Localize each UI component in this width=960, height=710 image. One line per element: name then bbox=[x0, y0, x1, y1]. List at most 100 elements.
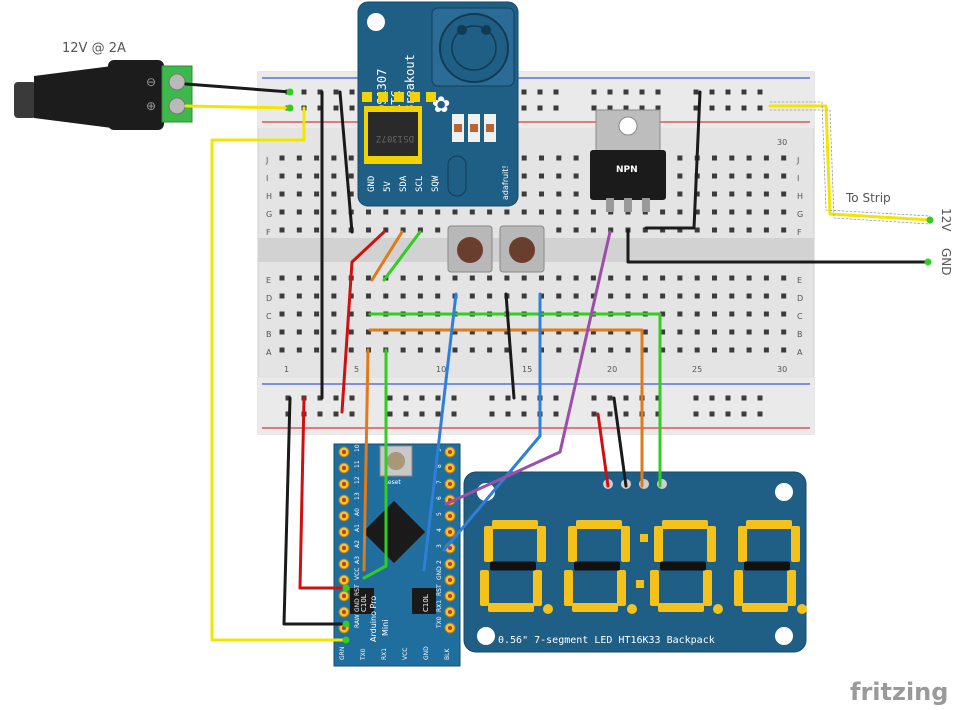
breadboard-hole bbox=[452, 209, 458, 215]
arduino-left-pin-label: 13 bbox=[354, 492, 361, 500]
breadboard-hole bbox=[556, 209, 562, 215]
breadboard-hole bbox=[591, 89, 597, 95]
breadboard-hole bbox=[333, 89, 339, 95]
breadboard-hole bbox=[642, 275, 648, 281]
breadboard-hole bbox=[781, 275, 787, 281]
breadboard-hole bbox=[590, 347, 596, 353]
arduino-left-pin-label: A3 bbox=[354, 556, 361, 564]
wire-yellow-power bbox=[184, 104, 292, 110]
breadboard-hole bbox=[521, 329, 527, 335]
row-letter: C bbox=[797, 312, 803, 321]
breadboard-hole bbox=[383, 227, 389, 233]
breadboard-hole bbox=[693, 411, 699, 417]
breadboard-hole bbox=[348, 173, 354, 179]
breadboard-hole bbox=[729, 191, 735, 197]
breadboard-hole bbox=[746, 173, 752, 179]
breadboard-hole bbox=[314, 347, 320, 353]
breadboard-hole bbox=[366, 227, 371, 233]
breadboard-hole bbox=[677, 155, 683, 161]
breadboard-hole bbox=[712, 191, 717, 197]
breadboard-hole bbox=[623, 411, 629, 417]
row-letter: H bbox=[266, 192, 272, 201]
breadboard-hole bbox=[400, 329, 406, 335]
breadboard-hole bbox=[763, 293, 769, 299]
breadboard-hole bbox=[285, 411, 291, 417]
breadboard-hole bbox=[781, 227, 787, 233]
arduino-name: Mini bbox=[381, 620, 390, 636]
breadboard-hole bbox=[331, 227, 337, 233]
colon-dot bbox=[640, 534, 648, 542]
breadboard-hole bbox=[331, 155, 337, 161]
digit-segment bbox=[738, 526, 747, 562]
breadboard-hole bbox=[417, 275, 423, 281]
breadboard-hole bbox=[366, 329, 371, 335]
breadboard-hole bbox=[709, 89, 715, 95]
breadboard-hole bbox=[366, 275, 371, 281]
breadboard-hole bbox=[712, 311, 717, 317]
breadboard-hole bbox=[279, 347, 285, 353]
breadboard-hole bbox=[539, 191, 544, 197]
npn-transistor: NPN bbox=[590, 109, 666, 212]
breadboard-hole bbox=[655, 89, 661, 95]
breadboard-hole bbox=[746, 275, 752, 281]
breadboard-hole bbox=[725, 395, 731, 401]
plus-symbol: ⊕ bbox=[146, 99, 156, 113]
breadboard-hole bbox=[677, 275, 683, 281]
wire-orange-rtc bbox=[370, 230, 404, 282]
breadboard-hole bbox=[400, 227, 406, 233]
breadboard-hole bbox=[349, 411, 355, 417]
breadboard-hole bbox=[451, 411, 457, 417]
breadboard-hole bbox=[729, 173, 735, 179]
breadboard-hole bbox=[435, 347, 441, 353]
column-number: 1 bbox=[284, 365, 289, 374]
breadboard-hole bbox=[348, 155, 354, 161]
digit-segment bbox=[654, 526, 663, 562]
breadboard-hole bbox=[625, 329, 631, 335]
strip-gnd-label: GND bbox=[939, 248, 953, 276]
breadboard-hole bbox=[763, 209, 769, 215]
rtc-breakout: DS1307 RTC Breakout DS1307Z ✿ adafruit! … bbox=[357, 1, 519, 207]
display-digit bbox=[480, 520, 553, 614]
breadboard-hole bbox=[712, 275, 717, 281]
column-number: 30 bbox=[777, 138, 787, 147]
breadboard-hole bbox=[677, 173, 683, 179]
breadboard-hole bbox=[539, 155, 544, 161]
breadboard-hole bbox=[781, 311, 787, 317]
digit-segment bbox=[564, 570, 573, 606]
breadboard-hole bbox=[469, 293, 475, 299]
breadboard-hole bbox=[757, 105, 763, 111]
breadboard-hole bbox=[452, 347, 458, 353]
breadboard-hole bbox=[539, 173, 544, 179]
breadboard-hole bbox=[590, 275, 596, 281]
arduino-left-pin-label: RAW bbox=[354, 614, 361, 628]
digit-segment bbox=[744, 561, 790, 571]
breadboard-hole bbox=[349, 105, 355, 111]
breadboard-hole bbox=[763, 191, 769, 197]
breadboard-hole bbox=[642, 347, 648, 353]
breadboard-hole bbox=[331, 311, 337, 317]
breadboard-hole bbox=[296, 173, 302, 179]
wire-yellow-strip bbox=[768, 104, 932, 222]
row-letter: C bbox=[266, 312, 272, 321]
wire-green-horizontal bbox=[368, 312, 662, 488]
digit-segment bbox=[650, 570, 659, 606]
breadboard-hole bbox=[279, 311, 285, 317]
breadboard-hole bbox=[712, 155, 717, 161]
wire-black-button bbox=[504, 292, 516, 400]
breadboard-hole bbox=[314, 311, 320, 317]
breadboard-hole bbox=[279, 329, 285, 335]
breadboard-hole bbox=[314, 329, 320, 335]
row-letter: I bbox=[797, 174, 799, 183]
arduino-pins: 10111213A0A1A2A3VCCRSTGNDRAW98765432GNDR… bbox=[338, 444, 456, 661]
breadboard-hole bbox=[590, 209, 596, 215]
breadboard-hole bbox=[709, 395, 715, 401]
arduino-left-pin-label: A2 bbox=[354, 540, 361, 548]
breadboard-hole bbox=[573, 275, 579, 281]
digit-segment bbox=[574, 561, 620, 571]
breadboard-hole bbox=[746, 329, 752, 335]
breadboard-hole bbox=[741, 395, 747, 401]
breadboard-hole bbox=[331, 173, 337, 179]
breadboard-hole bbox=[400, 275, 406, 281]
breadboard-hole bbox=[556, 191, 562, 197]
breadboard-hole bbox=[314, 191, 320, 197]
